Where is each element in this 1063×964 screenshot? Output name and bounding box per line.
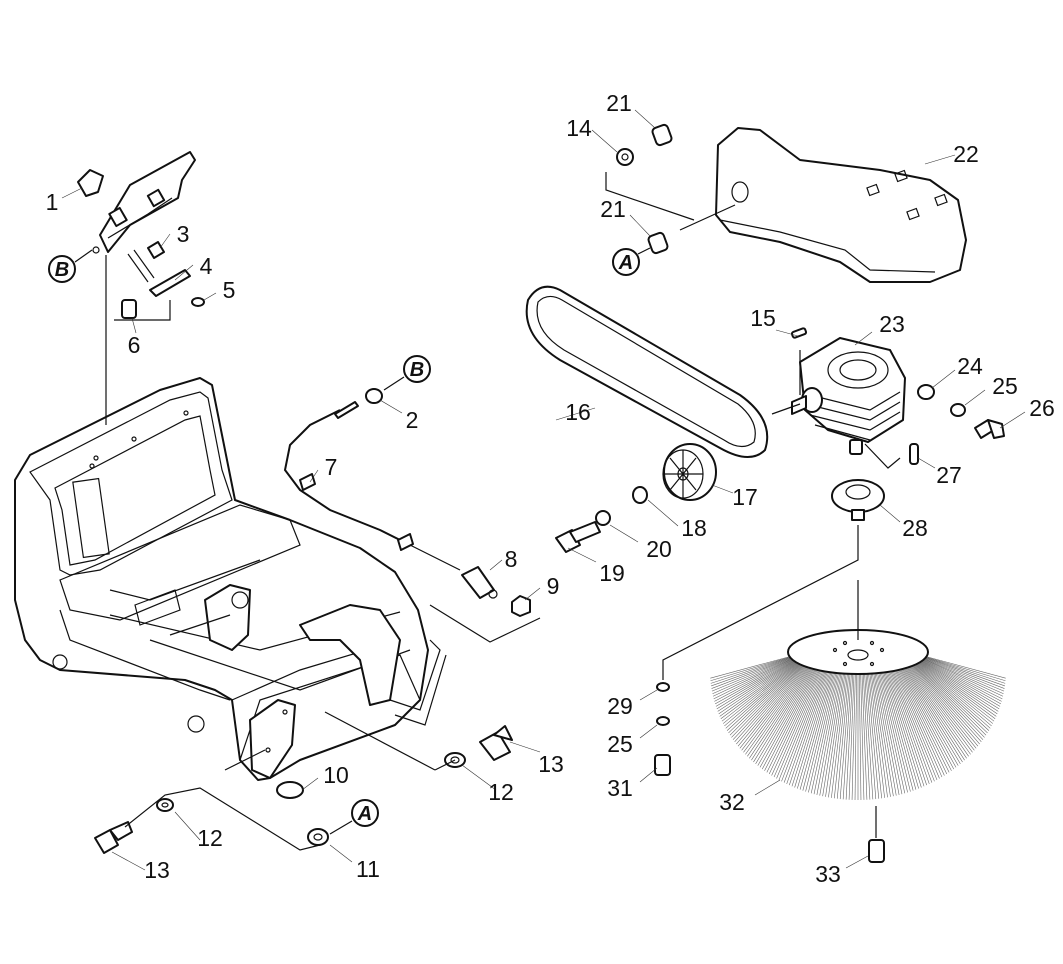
bristles <box>710 654 1006 800</box>
callout-29: 29 <box>607 693 633 719</box>
callout-25-lower: 25 <box>607 731 633 757</box>
reference-letter: B <box>55 259 69 281</box>
callout-27: 27 <box>936 462 962 488</box>
callout-23: 23 <box>879 311 905 337</box>
reference-marker-a-top: A <box>612 247 651 276</box>
callout-33: 33 <box>815 861 841 887</box>
callout-5: 5 <box>223 277 236 303</box>
callout-12-right: 12 <box>488 779 514 805</box>
callout-24: 24 <box>957 353 983 379</box>
reference-letter: B <box>410 359 424 381</box>
callout-20: 20 <box>646 536 672 562</box>
callout-13-right: 13 <box>538 751 564 777</box>
brush-cover-22 <box>605 123 967 283</box>
callout-25-top: 25 <box>992 373 1018 399</box>
callout-16: 16 <box>565 399 591 425</box>
lower-hardware <box>94 725 513 854</box>
callout-14: 14 <box>566 115 592 141</box>
callout-32: 32 <box>719 789 745 815</box>
callout-15: 15 <box>750 305 776 331</box>
callout-9: 9 <box>547 573 560 599</box>
reference-marker-b-left: B <box>48 249 93 283</box>
callout-18: 18 <box>681 515 707 541</box>
callout-12-left: 12 <box>197 825 223 851</box>
reference-letter: A <box>357 803 372 825</box>
callout-22: 22 <box>953 141 979 167</box>
drive-belt-16 <box>525 285 769 458</box>
callout-11: 11 <box>356 856 380 882</box>
main-housing <box>14 377 447 781</box>
control-bracket-assembly <box>77 151 205 425</box>
cable-assembly <box>283 388 541 771</box>
callout-leaders <box>61 109 1026 871</box>
callout-2: 2 <box>406 407 419 433</box>
reference-marker-a-bottom: A <box>329 799 379 835</box>
callout-1: 1 <box>46 189 59 215</box>
callout-28: 28 <box>902 515 928 541</box>
gearbox-23 <box>771 327 1005 521</box>
callout-21-top: 21 <box>606 90 632 116</box>
callout-8: 8 <box>505 546 518 572</box>
pulley-17 <box>555 443 717 553</box>
part-number-labels: 1 2 3 4 5 6 7 8 9 10 11 12 12 13 13 14 1… <box>46 90 1055 887</box>
callout-4: 4 <box>200 253 213 279</box>
callout-10: 10 <box>323 762 349 788</box>
callout-7: 7 <box>325 454 338 480</box>
callout-21-lower: 21 <box>600 196 626 222</box>
callout-3: 3 <box>177 221 190 247</box>
callout-13-left: 13 <box>144 857 170 883</box>
callout-26: 26 <box>1029 395 1055 421</box>
callout-31: 31 <box>607 775 633 801</box>
reference-marker-b-cable: B <box>383 355 431 391</box>
callout-19: 19 <box>599 560 625 586</box>
callout-17: 17 <box>732 484 758 510</box>
side-brush-32 <box>654 525 1006 863</box>
callout-6: 6 <box>128 332 141 358</box>
reference-letter: A <box>618 252 633 274</box>
